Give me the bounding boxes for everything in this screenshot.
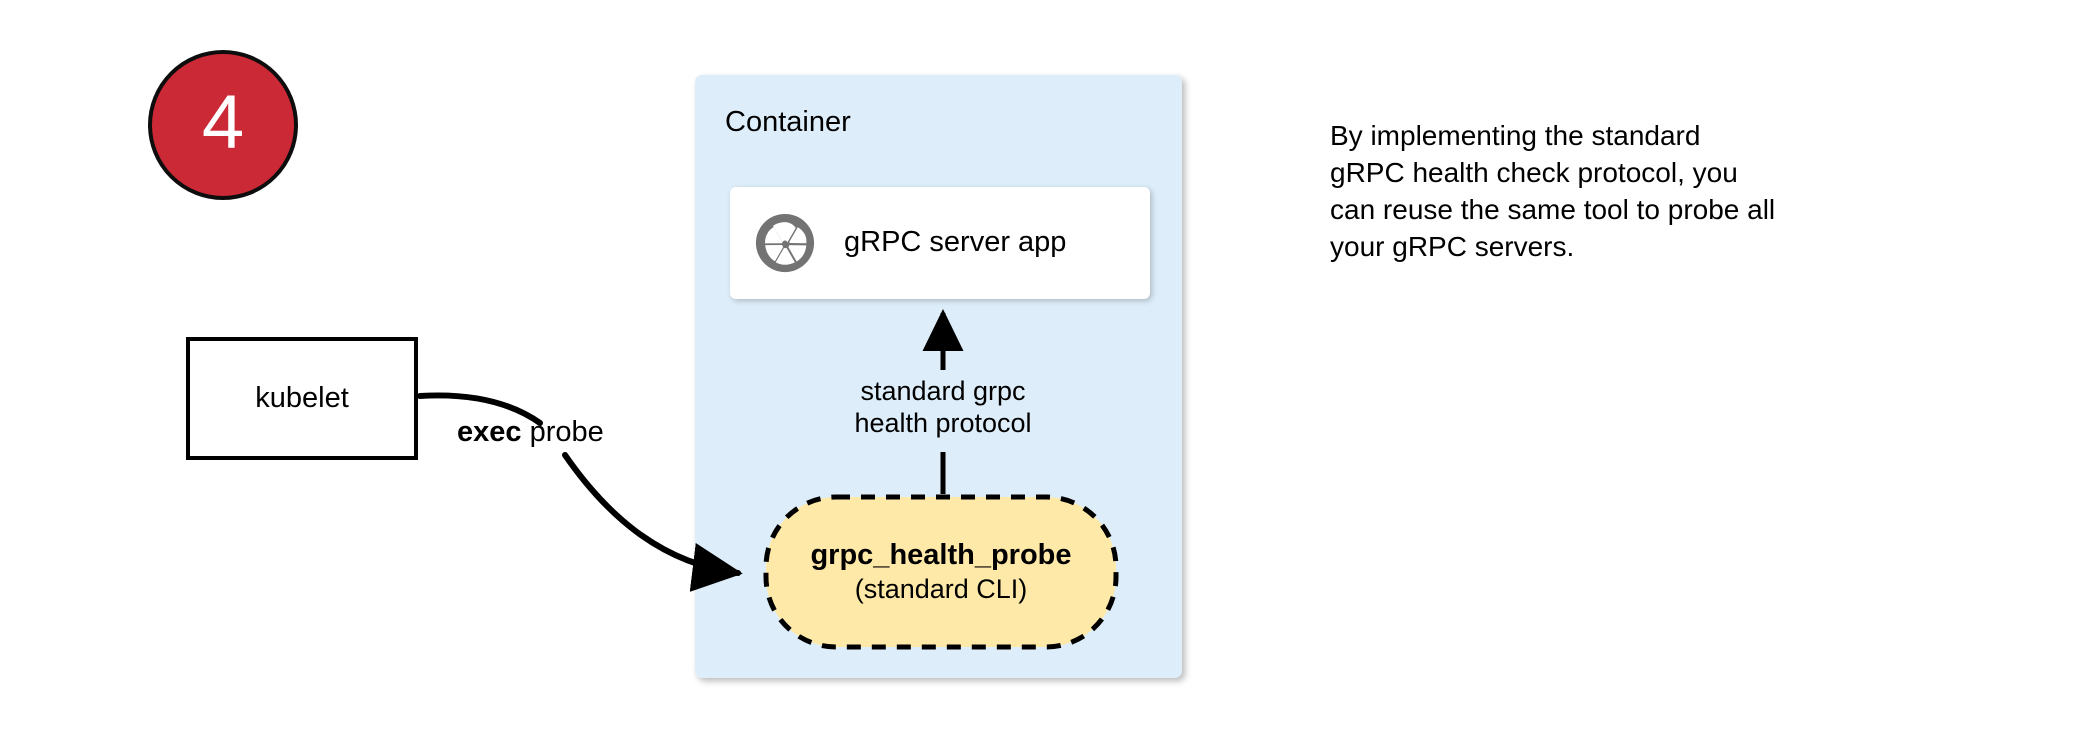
kubelet-label: kubelet bbox=[255, 381, 349, 414]
probe-node-shape bbox=[763, 494, 1119, 650]
exec-probe-emphasis: exec bbox=[457, 416, 522, 448]
side-note: By implementing the standard gRPC health… bbox=[1330, 118, 1910, 266]
grpc-aperture-icon bbox=[755, 213, 815, 273]
kubelet-box: kubelet bbox=[186, 337, 418, 460]
grpc-health-probe-node: grpc_health_probe (standard CLI) bbox=[763, 494, 1119, 650]
exec-probe-edge-label: exec probe bbox=[457, 416, 604, 449]
side-note-line2: gRPC health check protocol, you bbox=[1330, 156, 1738, 188]
protocol-edge-label-line2: health protocol bbox=[854, 407, 1032, 438]
protocol-edge-label: standard grpc health protocol bbox=[833, 376, 1053, 440]
side-note-line3: can reuse the same tool to probe all bbox=[1330, 193, 1776, 225]
step-number-badge: 4 bbox=[148, 50, 298, 200]
exec-probe-rest: probe bbox=[521, 416, 604, 448]
protocol-edge-label-line1: standard grpc bbox=[860, 376, 1026, 406]
side-note-line4: your gRPC servers. bbox=[1330, 230, 1575, 262]
step-number-label: 4 bbox=[201, 80, 245, 165]
side-note-line1: By implementing the standard bbox=[1330, 120, 1701, 151]
grpc-server-app-card: gRPC server app bbox=[730, 187, 1150, 299]
container-title: Container bbox=[725, 106, 851, 138]
grpc-server-app-label: gRPC server app bbox=[844, 226, 1067, 259]
